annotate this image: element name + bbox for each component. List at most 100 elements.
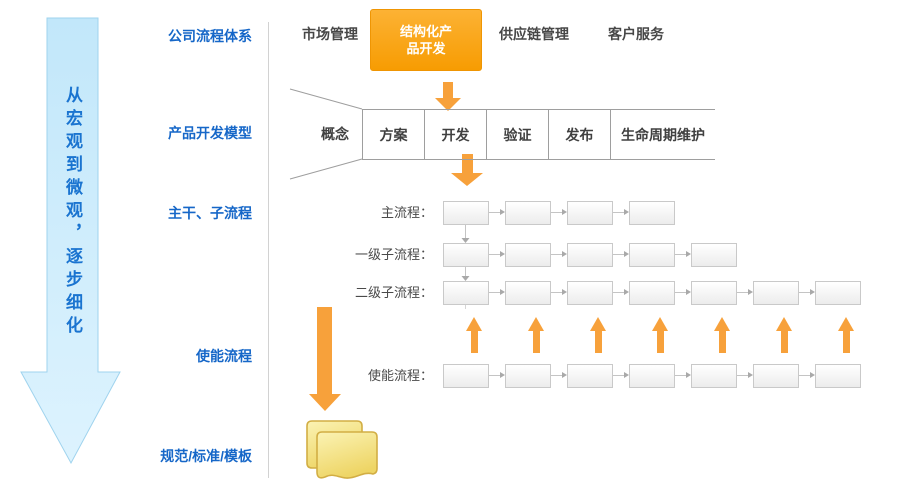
funnel-top-line (289, 88, 363, 110)
sub1-process-row: 一级子流程： (0, 243, 900, 267)
sidebar-label-enabling: 使能流程 (196, 348, 252, 364)
arrow-shaft (443, 82, 453, 98)
front-document (316, 431, 378, 479)
enabling-process-row-label: 使能流程： (367, 368, 433, 383)
process-flow-box (505, 364, 551, 388)
stage-cell-concept: 概念 (321, 126, 349, 142)
stage-cell: 方案 (362, 110, 424, 159)
sub2-process-row-boxes (443, 281, 861, 305)
flow-connector-arrow-icon (551, 201, 567, 225)
flow-connector-arrow-icon (489, 243, 505, 267)
orange-up-arrow-icon (567, 317, 629, 353)
flow-connector-arrow-icon (489, 201, 505, 225)
process-flow-box (505, 281, 551, 305)
process-flow-box (629, 364, 675, 388)
column-divider (268, 22, 269, 478)
flow-connector-arrow-icon (551, 243, 567, 267)
arrow-head (308, 394, 341, 411)
flow-connector-arrow-icon (551, 281, 567, 305)
stage-cell: 发布 (548, 110, 610, 159)
sidebar-label-dev-model: 产品开发模型 (168, 125, 252, 141)
process-flow-box (567, 201, 613, 225)
up-arrows-group (443, 317, 877, 353)
arrow-shaft (656, 331, 664, 353)
process-flow-box (815, 281, 861, 305)
process-flow-box (815, 364, 861, 388)
arrow-shaft (718, 331, 726, 353)
arrow-shaft (842, 331, 850, 353)
blue-arrow-caption: 从宏观到微观，逐步细化 (47, 86, 98, 354)
arrow-head (528, 317, 544, 331)
arrow-head (714, 317, 730, 331)
arrow-head (776, 317, 792, 331)
arrow-shaft (461, 154, 473, 173)
flow-connector-arrow-icon (737, 364, 753, 388)
process-flow-box (629, 281, 675, 305)
orange-up-arrow-icon (753, 317, 815, 353)
flow-connector-arrow-icon (675, 364, 691, 388)
top-process-supply: 供应链管理 (499, 26, 569, 42)
orange-down-arrow-big-icon (308, 307, 341, 411)
funnel-bottom-line (289, 158, 363, 180)
process-flow-box (567, 364, 613, 388)
main-process-row-label: 主流程： (380, 205, 433, 220)
arrow-head (838, 317, 854, 331)
orange-down-arrow-icon (451, 154, 483, 186)
process-flow-box (505, 201, 551, 225)
top-process-customer: 客户服务 (608, 26, 664, 42)
arrow-head (590, 317, 606, 331)
flow-connector-arrow-icon (613, 281, 629, 305)
arrow-shaft (317, 307, 332, 394)
flow-connector-arrow-icon (613, 364, 629, 388)
arrow-head (435, 98, 461, 111)
sidebar-label-standards: 规范/标准/模板 (160, 448, 252, 464)
process-flow-box (629, 201, 675, 225)
main-process-row: 主流程： (0, 201, 900, 225)
arrow-head (466, 317, 482, 331)
orange-up-arrow-icon (443, 317, 505, 353)
enabling-process-row-boxes (443, 364, 861, 388)
flow-connector-arrow-icon (737, 281, 753, 305)
arrow-shaft (780, 331, 788, 353)
orange-up-arrow-icon (505, 317, 567, 353)
process-flow-box (691, 281, 737, 305)
process-flow-box (753, 364, 799, 388)
sidebar-label-main-sub: 主干、子流程 (168, 205, 252, 221)
sub1-process-row-boxes (443, 243, 737, 267)
sub2-process-row: 二级子流程： (0, 281, 900, 305)
flow-connector-arrow-icon (613, 243, 629, 267)
top-process-structured-dev-highlighted: 结构化产品开发 (370, 9, 482, 71)
flow-connector-arrow-icon (675, 281, 691, 305)
enabling-process-row: 使能流程： (0, 364, 900, 388)
documents-stack-icon (306, 420, 378, 479)
stage-cell: 生命周期维护 (610, 110, 715, 159)
flow-connector-arrow-icon (551, 364, 567, 388)
arrow-head (652, 317, 668, 331)
stage-cell: 验证 (486, 110, 548, 159)
process-flow-box (505, 243, 551, 267)
main-process-row-boxes (443, 201, 675, 225)
flow-connector-arrow-icon (675, 243, 691, 267)
process-flow-box (691, 243, 737, 267)
arrow-head (451, 173, 483, 186)
arrow-shaft (470, 331, 478, 353)
arrow-shaft (532, 331, 540, 353)
process-flow-box (443, 364, 489, 388)
orange-down-arrow-icon (434, 82, 462, 111)
flow-connector-arrow-icon (613, 201, 629, 225)
orange-up-arrow-icon (815, 317, 877, 353)
flow-connector-arrow-icon (799, 364, 815, 388)
sub1-process-row-label: 一级子流程： (354, 247, 433, 262)
flow-connector-arrow-icon (489, 281, 505, 305)
process-flow-box (691, 364, 737, 388)
orange-up-arrow-icon (691, 317, 753, 353)
sidebar-label-process-system: 公司流程体系 (168, 28, 252, 44)
stage-cell: 开发 (424, 110, 486, 159)
process-flow-box (753, 281, 799, 305)
process-flow-box (629, 243, 675, 267)
dev-stage-row: 方案 开发 验证 发布 生命周期维护 (362, 109, 715, 160)
orange-up-arrow-icon (629, 317, 691, 353)
flow-connector-arrow-icon (489, 364, 505, 388)
process-flow-box (567, 281, 613, 305)
